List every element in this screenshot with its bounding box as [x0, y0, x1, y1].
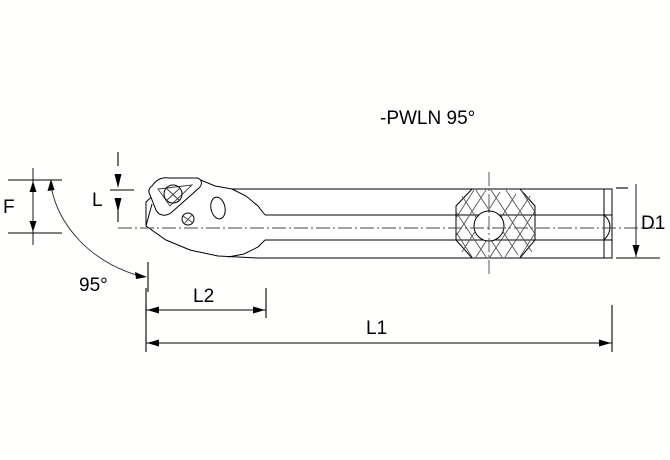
dimension-l1: L1	[145, 305, 613, 352]
head-upper-taper	[231, 188, 266, 216]
insert-center-hole	[163, 184, 183, 204]
dimension-d1: D1	[616, 184, 665, 259]
l2-left-arrowhead	[147, 306, 159, 314]
dimension-l: L	[92, 152, 134, 222]
drawing-title: -PWLN 95°	[380, 108, 475, 129]
angle-arc-upper-arrowhead	[47, 179, 55, 191]
dimension-label-f: F	[3, 197, 15, 218]
insert-cutting-edge	[145, 203, 153, 227]
insert-screw-slot-b	[183, 214, 193, 225]
chip-breaker-pocket	[210, 196, 226, 220]
knurled-section	[455, 172, 536, 276]
insert-screw	[181, 212, 195, 226]
angle-label: 95°	[79, 275, 108, 296]
l-lower-arrowhead	[114, 198, 122, 212]
dimension-label-d1: D1	[641, 213, 665, 234]
trigon-insert-assembly	[145, 177, 226, 227]
insert-inner-land	[157, 184, 194, 207]
l-upper-arrowhead	[114, 174, 122, 188]
dimension-f: F	[3, 168, 62, 245]
l1-right-arrowhead	[599, 339, 611, 347]
angle-arc	[50, 185, 141, 277]
dimension-label-l: L	[92, 190, 103, 211]
l1-left-arrowhead	[147, 339, 159, 347]
dimension-l2: L2	[145, 286, 267, 318]
d1-arrowhead	[632, 245, 640, 257]
angle-callout-95: 95°	[47, 179, 149, 296]
insert-hole-cross-b	[165, 187, 181, 202]
f-lower-arrowhead	[29, 221, 37, 232]
shank-end-radius	[603, 214, 611, 241]
dimension-label-l1: L1	[366, 318, 387, 339]
dimension-label-l2: L2	[193, 286, 214, 307]
head-lower-taper	[227, 239, 266, 258]
l2-right-arrowhead	[253, 306, 265, 314]
angle-arc-lower-arrowhead	[135, 272, 147, 279]
f-upper-arrowhead	[29, 181, 37, 192]
